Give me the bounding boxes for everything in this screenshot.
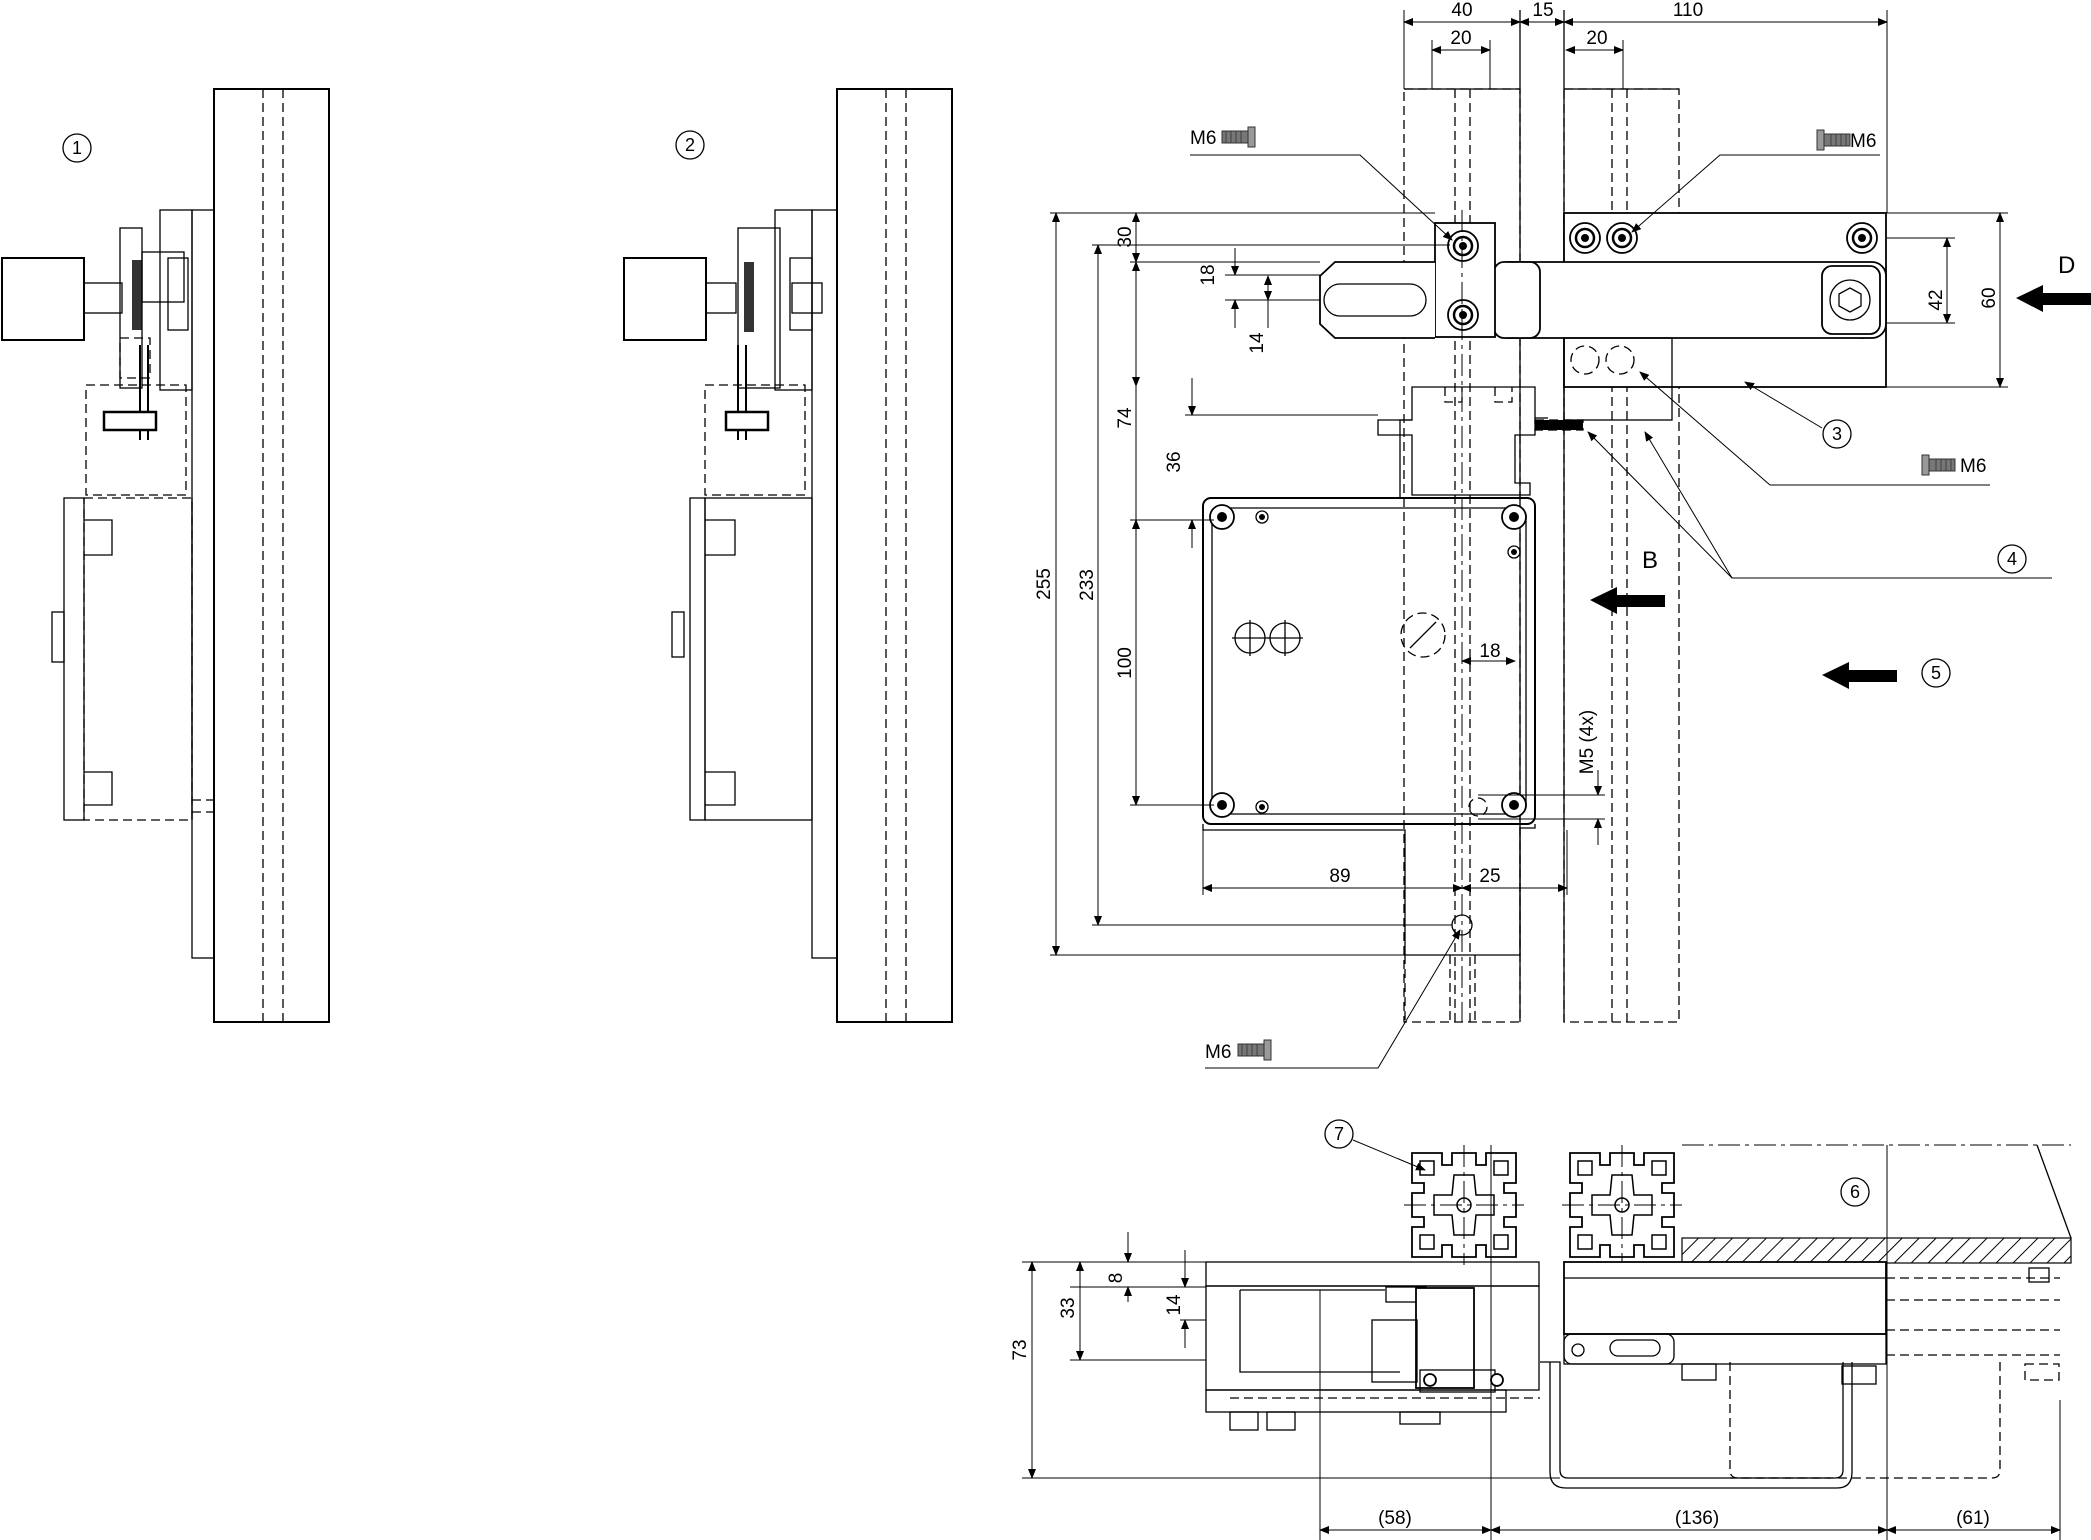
svg-text:100: 100	[1115, 647, 1136, 679]
callout-circle-3	[1822, 419, 1852, 449]
screw-label-top-right: M6	[1850, 131, 1876, 152]
svg-text:73: 73	[1010, 1339, 1031, 1360]
callout-circle-7	[1324, 1119, 1354, 1149]
svg-text:14: 14	[1247, 332, 1268, 354]
view-b-label: B	[1642, 547, 1658, 574]
svg-text:20: 20	[1450, 28, 1471, 49]
svg-text:25: 25	[1479, 866, 1500, 887]
view-d-label: D	[2058, 252, 2075, 279]
callout-circle-2	[675, 130, 705, 160]
callout-1: 1	[72, 138, 82, 158]
svg-text:18: 18	[1198, 264, 1219, 285]
svg-text:233: 233	[1077, 569, 1098, 601]
svg-text:20: 20	[1586, 28, 1607, 49]
direction-arrow-icon	[1822, 662, 1897, 689]
view-b-arrow-icon	[1590, 587, 1665, 614]
view-d-arrow-icon	[2016, 285, 2091, 312]
svg-text:89: 89	[1329, 866, 1350, 887]
screw-icon	[1237, 1039, 1272, 1061]
callout-6: 6	[1850, 1182, 1860, 1202]
callout-circle-4	[1997, 544, 2027, 574]
svg-text:14: 14	[1164, 1294, 1185, 1316]
screw-label-bottom: M6	[1205, 1042, 1231, 1063]
callout-circle-1	[62, 133, 92, 163]
front-dimensions: 40 15 110 20 20 255 233 30 74 1	[1034, 0, 2008, 956]
svg-text:74: 74	[1115, 407, 1136, 429]
screw-label-top-left: M6	[1190, 128, 1216, 149]
screw-label-right: M6	[1960, 456, 1986, 477]
svg-text:255: 255	[1034, 568, 1055, 600]
callout-7: 7	[1334, 1124, 1344, 1144]
svg-text:(61): (61)	[1956, 1508, 1990, 1529]
front-view: 40 15 110 20 20 255 233 30 74 1	[1034, 0, 2091, 1069]
screw-icon	[1221, 126, 1256, 148]
callout-3: 3	[1832, 424, 1842, 444]
side-view-1: 1	[1, 88, 330, 1023]
svg-text:110: 110	[1673, 0, 1703, 21]
svg-text:33: 33	[1058, 1297, 1079, 1318]
bottom-view: 6 7	[1010, 1119, 2072, 1540]
screw-callouts: M6 M6 M6 M6	[1190, 126, 1990, 1069]
screw-icon	[1921, 454, 1956, 476]
svg-text:18: 18	[1479, 641, 1500, 662]
svg-text:15: 15	[1532, 0, 1553, 21]
svg-text:30: 30	[1115, 226, 1136, 247]
callout-circle-5	[1921, 658, 1951, 688]
svg-text:40: 40	[1451, 0, 1472, 21]
callout-2: 2	[685, 135, 695, 155]
screw-icon	[1816, 129, 1851, 151]
callout-4: 4	[2007, 549, 2017, 569]
svg-text:(136): (136)	[1675, 1508, 1719, 1529]
callout-circle-6	[1840, 1177, 1870, 1207]
callout-5: 5	[1931, 663, 1941, 683]
svg-text:M5 (4x): M5 (4x)	[1577, 710, 1598, 774]
svg-text:42: 42	[1926, 289, 1947, 310]
svg-text:(58): (58)	[1378, 1508, 1412, 1529]
side-view-2: 2	[623, 88, 953, 1023]
svg-text:36: 36	[1164, 451, 1185, 472]
svg-text:8: 8	[1106, 1273, 1127, 1284]
svg-text:60: 60	[1979, 287, 2000, 308]
